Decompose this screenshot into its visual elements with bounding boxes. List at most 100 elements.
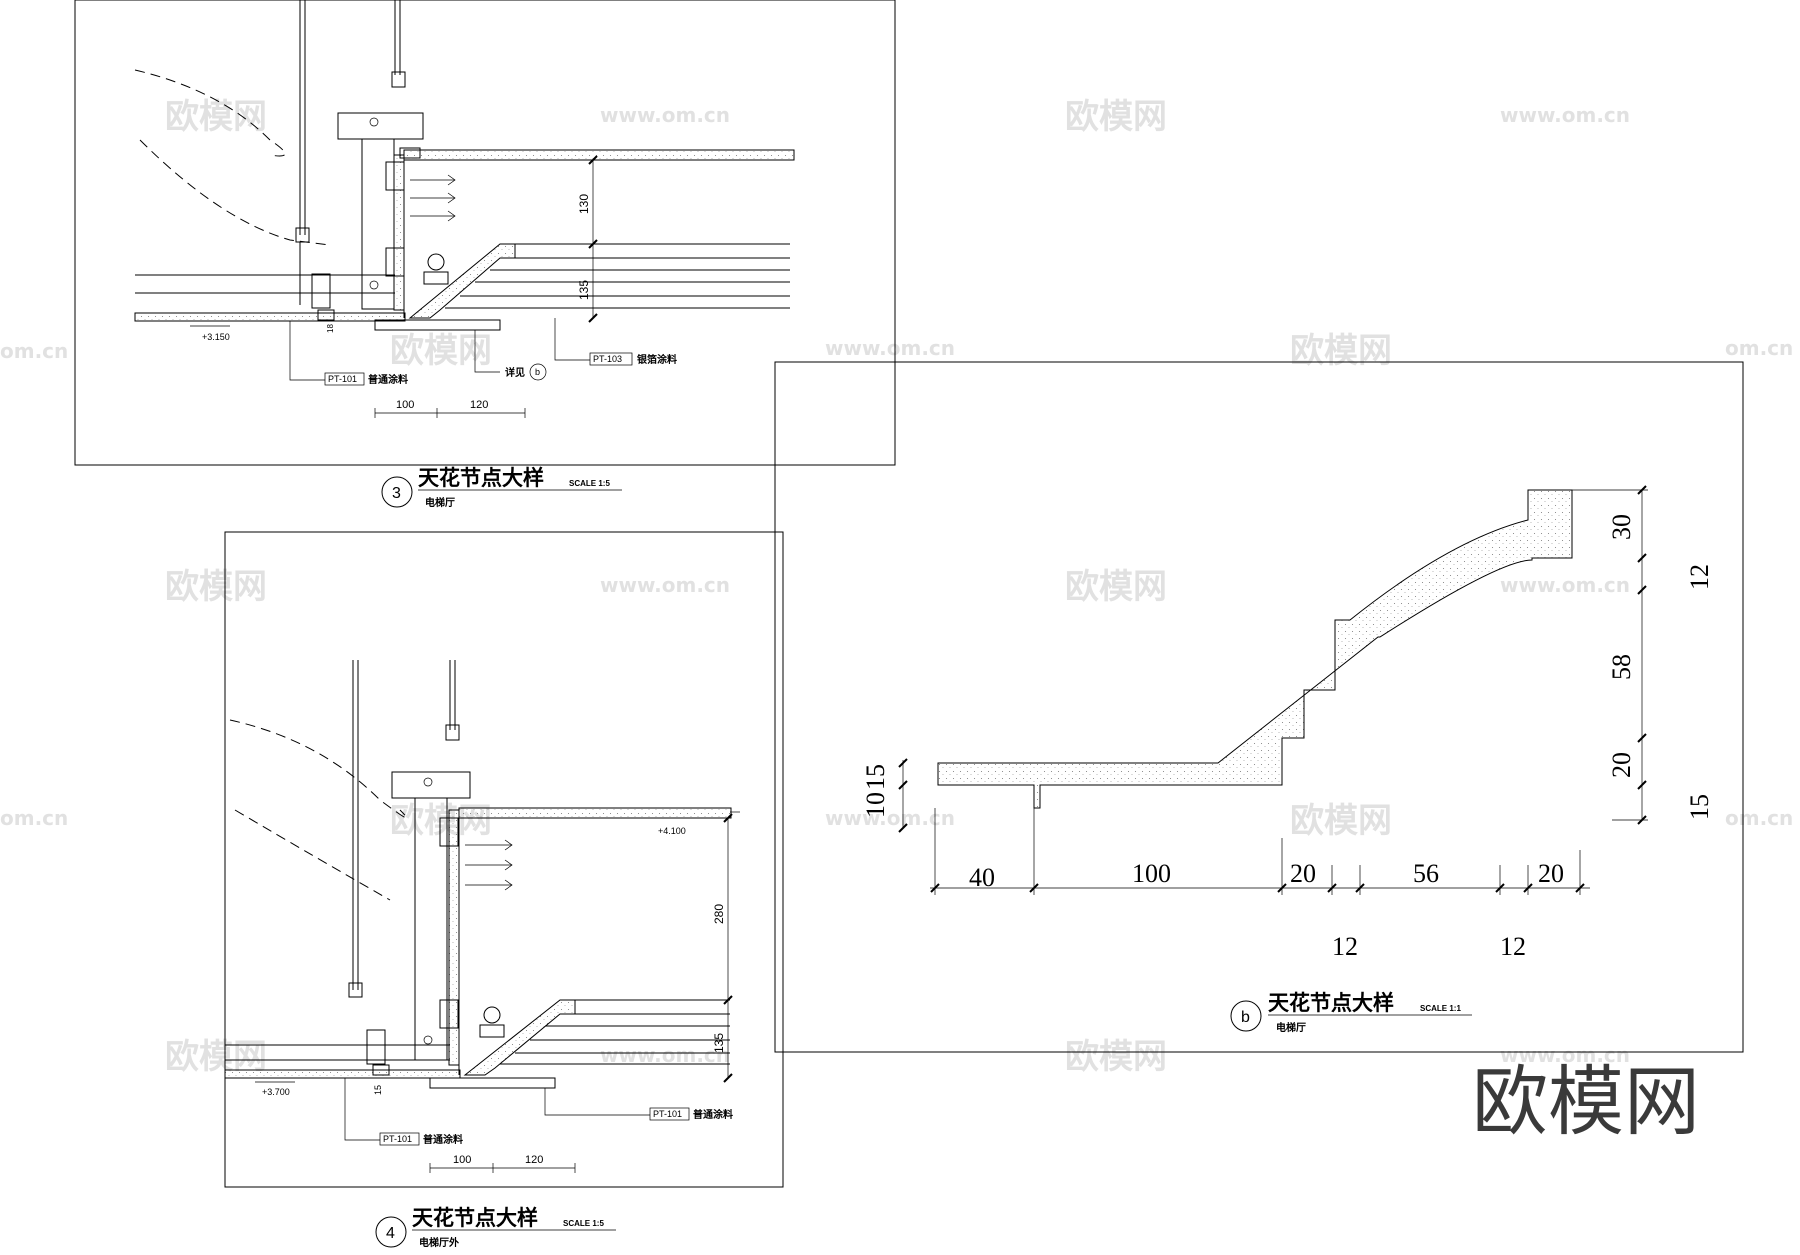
watermark-url: www.om.cn — [825, 336, 955, 360]
light-fixture — [483, 1006, 501, 1024]
detail-number: 3 — [392, 485, 401, 502]
leader-line — [554, 318, 590, 361]
dim-15: 15 — [373, 1085, 383, 1095]
leader-line — [474, 330, 500, 373]
break-line — [229, 719, 408, 819]
dim-h40: 40 — [969, 863, 995, 892]
detail-subtitle: 电梯厅外 — [419, 1236, 459, 1249]
watermark-url: om.cn — [1725, 336, 1793, 360]
light-fixture — [427, 253, 445, 271]
break-line — [234, 809, 391, 901]
leader-line — [289, 321, 325, 381]
watermark-url: om.cn — [1725, 806, 1793, 830]
detail-number: b — [1241, 1009, 1250, 1026]
section-profile — [937, 489, 1573, 809]
detail-b: 30 58 20 12 15 15 10 40 100 20 56 20 12 … — [774, 361, 1744, 1053]
watermark-cn: 欧模网 — [1290, 331, 1392, 371]
light-base — [423, 271, 449, 285]
tag-pt101a-code: PT-101 — [383, 1134, 412, 1144]
fixing-point — [423, 1035, 433, 1045]
light-direction-arrows — [410, 174, 456, 222]
fixing-point — [423, 777, 433, 787]
dim-130: 130 — [577, 194, 591, 214]
fixing-point — [369, 117, 379, 127]
watermark-url: om.cn — [0, 806, 68, 830]
level-mark: +3.150 — [202, 332, 230, 342]
detail-title: 天花节点大样 — [418, 466, 544, 490]
detail-scale: SCALE 1:1 — [1420, 1004, 1461, 1013]
hanger-clip — [348, 982, 363, 998]
dim-h56: 56 — [1413, 859, 1439, 888]
tag-pt101b-code: PT-101 — [653, 1109, 682, 1119]
detail-subtitle: 电梯厅 — [1276, 1021, 1306, 1034]
upper-ceiling-board — [403, 149, 795, 161]
watermark-cn: 欧模网 — [165, 97, 267, 137]
hanger-clip — [445, 724, 460, 741]
tag-pt101-text: 普通涂料 — [368, 373, 408, 386]
scale-100: 100 — [453, 1154, 471, 1166]
level-bottom: +3.700 — [262, 1087, 290, 1097]
detail-3-frame — [74, 0, 896, 466]
detail-title: 天花节点大样 — [412, 1206, 538, 1230]
dim-h12b: 12 — [1500, 932, 1526, 961]
tag-pt103-code: PT-103 — [593, 354, 622, 364]
watermark-cn: 欧模网 — [1065, 1037, 1167, 1077]
dim-135: 135 — [577, 280, 591, 300]
watermark-url: www.om.cn — [825, 806, 955, 830]
detail-number-circle — [375, 1216, 407, 1248]
watermark-url: www.om.cn — [1500, 1043, 1630, 1067]
watermark-layer: 欧模网 www.om.cn 欧模网 www.om.cn om.cn 欧模网 ww… — [0, 97, 1793, 1077]
detail-3: 130 135 18 +3.150 PT-101 普通涂料 详见 b PT-10… — [74, 0, 896, 509]
break-line — [139, 139, 331, 246]
dim-135: 135 — [712, 1033, 726, 1053]
lower-ceiling-board — [224, 1069, 461, 1079]
scale-100: 100 — [396, 399, 414, 411]
profile-channel — [311, 273, 331, 309]
detail-subtitle: 电梯厅 — [425, 496, 455, 509]
watermark-url: www.om.cn — [1500, 573, 1630, 597]
detail-title: 天花节点大样 — [1268, 991, 1394, 1015]
tag-pt101-code: PT-101 — [328, 374, 357, 384]
watermark-url: om.cn — [0, 339, 68, 363]
dim-v12: 12 — [1685, 564, 1714, 590]
trim-profile — [317, 309, 335, 321]
detail-4-frame — [224, 531, 784, 1188]
watermark-cn: 欧模网 — [390, 331, 492, 371]
see-detail-text: 详见 — [505, 366, 525, 379]
dim-v15r: 15 — [1685, 794, 1714, 820]
light-box-top — [337, 112, 424, 140]
stepped-profile — [408, 243, 516, 319]
dim-280: 280 — [712, 904, 726, 924]
light-base — [479, 1024, 505, 1038]
dim-v58: 58 — [1607, 654, 1636, 680]
tag-box — [324, 372, 365, 386]
hanger-clip — [391, 71, 406, 88]
profile-channel — [366, 1029, 386, 1065]
detail-b-frame — [774, 361, 1744, 1053]
dim-18: 18 — [326, 324, 335, 333]
light-direction-arrows — [465, 839, 513, 891]
watermark-cn: 欧模网 — [1290, 801, 1392, 841]
dim-v15: 15 — [861, 764, 890, 790]
watermark-url: www.om.cn — [600, 573, 730, 597]
dim-v20: 20 — [1607, 752, 1636, 778]
tag-box — [589, 352, 633, 366]
fixing-point — [369, 280, 379, 290]
detail-number-circle — [1230, 1000, 1262, 1032]
tag-pt103-text: 银箔涂料 — [637, 353, 677, 366]
profile-channel — [439, 999, 459, 1029]
see-detail-ref: b — [535, 367, 540, 377]
site-logo: 欧模网 — [1472, 1057, 1700, 1146]
dim-h100: 100 — [1132, 859, 1171, 888]
hanger-clip — [295, 227, 310, 243]
break-line — [134, 69, 286, 157]
dim-v30: 30 — [1607, 514, 1636, 540]
profile-channel — [439, 817, 459, 847]
detail-scale: SCALE 1:5 — [563, 1219, 604, 1228]
detail-number: 4 — [386, 1225, 395, 1242]
upper-ceiling-board — [458, 807, 732, 819]
detail-ref-circle — [529, 363, 547, 381]
tag-pt101b-text: 普通涂料 — [693, 1108, 733, 1121]
detail-number-circle — [381, 476, 413, 508]
